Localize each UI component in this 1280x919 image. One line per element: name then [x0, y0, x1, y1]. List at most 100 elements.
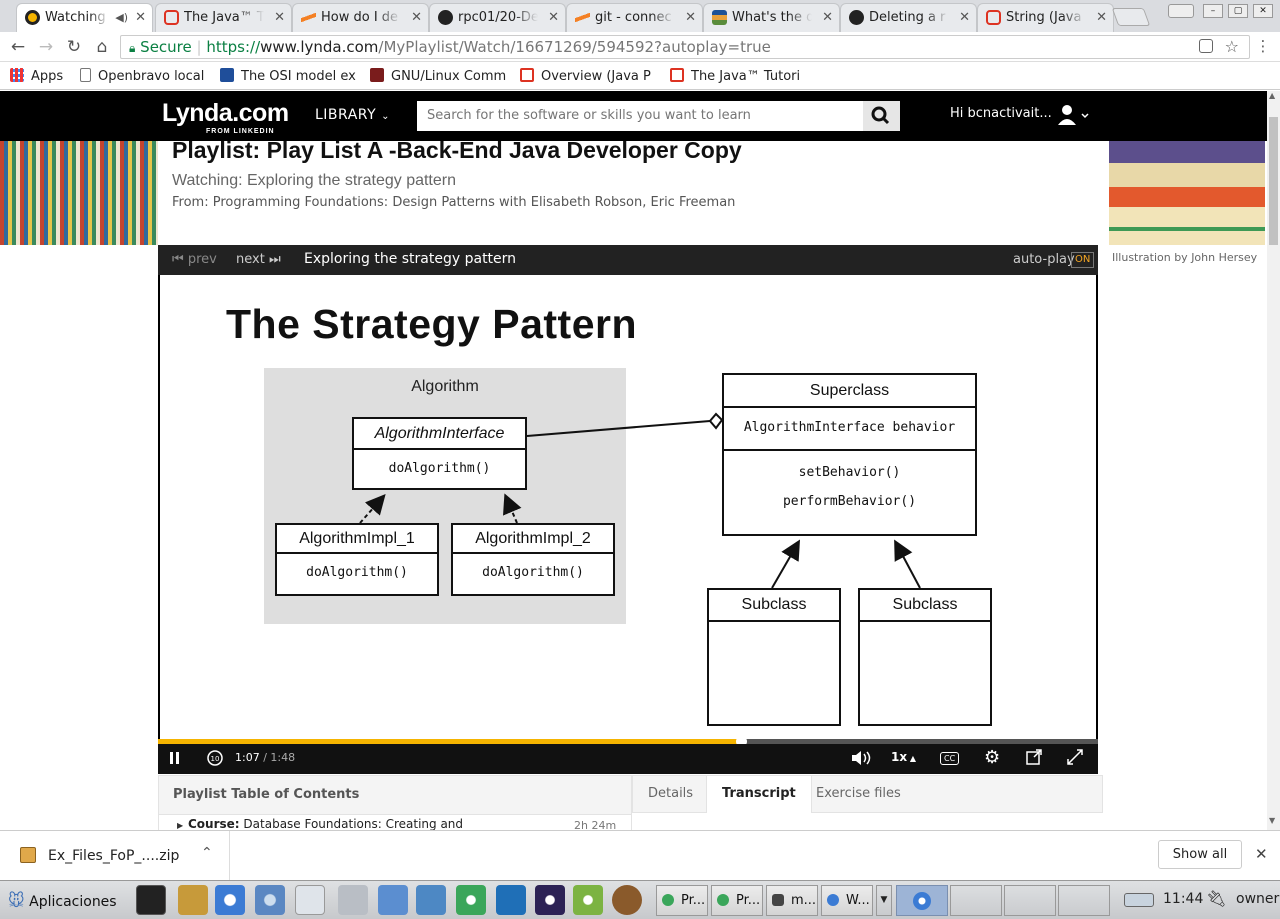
autoplay-toggle[interactable]: auto-play — [1013, 252, 1075, 267]
playback-speed-button[interactable]: 1x ▲ — [891, 750, 917, 764]
close-window-button[interactable]: ✕ — [1253, 4, 1273, 18]
taskbar-window-4[interactable]: W... — [821, 885, 873, 916]
bookmark-java-tutorial[interactable]: The Java™ Tutori — [670, 68, 810, 84]
workspace-1[interactable] — [896, 885, 948, 916]
tab-git-connect[interactable]: git - connec ✕ — [566, 3, 703, 32]
maximize-button[interactable]: ▢ — [1228, 4, 1248, 18]
scroll-down-arrow-icon[interactable]: ▼ — [1269, 816, 1276, 825]
vscode-launcher-icon[interactable] — [496, 885, 526, 915]
virtualbox-launcher-icon[interactable] — [416, 885, 446, 915]
tab-watching[interactable]: Watching ◀) ✕ — [16, 3, 153, 32]
search-input[interactable] — [417, 101, 863, 131]
close-tab-icon[interactable]: ✕ — [1096, 10, 1107, 25]
close-tab-icon[interactable]: ✕ — [135, 10, 146, 25]
progress-bar[interactable] — [158, 736, 1098, 747]
close-tab-icon[interactable]: ✕ — [548, 10, 559, 25]
clock[interactable]: 11:44 — [1163, 891, 1204, 907]
session-user[interactable]: owner — [1236, 891, 1280, 907]
eclipse-launcher-icon[interactable] — [535, 885, 565, 915]
reload-icon[interactable]: ↻ — [66, 37, 82, 57]
next-button[interactable]: next ⏭︎ — [236, 252, 281, 267]
closed-captions-button[interactable]: CC — [940, 752, 960, 765]
logo-text: Lynda.com — [162, 99, 289, 127]
user-greeting[interactable]: Hi bcnactivait... — [950, 106, 1052, 121]
applications-menu[interactable]: 🐭︎ Aplicaciones — [8, 891, 117, 910]
prev-button[interactable]: ⏮︎ prev — [172, 252, 217, 267]
address-bar[interactable]: 🔒︎ Secure | https://www.lynda.com/MyPlay… — [120, 35, 1250, 59]
taskbar-window-1[interactable]: Pr... — [656, 885, 708, 916]
tab-stackoverflow[interactable]: How do I de ✕ — [292, 3, 429, 32]
show-all-downloads-button[interactable]: Show all — [1158, 840, 1242, 869]
search-launcher-icon[interactable] — [295, 885, 325, 915]
settings-gear-icon[interactable]: ⚙︎ — [984, 747, 1001, 768]
workspace-4[interactable] — [1058, 885, 1110, 916]
expand-caret-icon[interactable]: ▶ — [177, 821, 184, 830]
menu-kebab-icon[interactable]: ⋮ — [1255, 37, 1271, 55]
search-button[interactable] — [863, 101, 900, 131]
library-menu-button[interactable]: LIBRARY ⌄ — [315, 107, 390, 123]
download-item[interactable]: Ex_Files_FoP_....zip ⌃ — [0, 831, 230, 881]
acorn-launcher-icon[interactable] — [612, 885, 642, 915]
close-tab-icon[interactable]: ✕ — [822, 10, 833, 25]
page-scrollbar[interactable]: ▲ ▼ — [1267, 91, 1280, 830]
bookmark-label: Overview (Java P — [541, 69, 651, 84]
tab-exercise-files[interactable]: Exercise files — [816, 786, 901, 801]
bookmark-openbravo[interactable]: Openbravo local — [80, 68, 204, 84]
profile-icon[interactable] — [1168, 4, 1194, 18]
tab-transcript[interactable]: Transcript — [706, 776, 812, 813]
close-shelf-icon[interactable]: ✕ — [1255, 845, 1268, 863]
window-list-dropdown-icon[interactable]: ▼ — [876, 885, 892, 916]
workspace-2[interactable] — [950, 885, 1002, 916]
back-arrow-icon[interactable]: ← — [10, 37, 26, 57]
new-tab-button[interactable] — [1111, 8, 1151, 26]
folder-launcher-icon[interactable] — [378, 885, 408, 915]
pause-icon[interactable] — [168, 751, 182, 769]
bookmark-apps[interactable]: Apps — [10, 68, 63, 84]
bookmark-overview-java[interactable]: Overview (Java P — [520, 68, 660, 84]
scroll-up-arrow-icon[interactable]: ▲ — [1269, 91, 1276, 100]
network-tray-icon[interactable] — [1124, 893, 1154, 907]
volume-icon[interactable] — [850, 749, 872, 771]
rewind-10-icon[interactable]: 10 — [206, 749, 224, 771]
tab-whats-the[interactable]: What's the d ✕ — [703, 3, 840, 32]
close-tab-icon[interactable]: ✕ — [959, 10, 970, 25]
android-studio-launcher-icon[interactable] — [573, 885, 603, 915]
taskbar-window-3[interactable]: m... — [766, 885, 818, 916]
scrollbar-thumb[interactable] — [1269, 117, 1278, 245]
toc-course-row[interactable]: ▶ Course: Database Foundations: Creating… — [158, 815, 632, 830]
next-label: next — [236, 252, 265, 267]
browser-launcher-icon[interactable] — [255, 885, 285, 915]
close-tab-icon[interactable]: ✕ — [274, 10, 285, 25]
close-tab-icon[interactable]: ✕ — [411, 10, 422, 25]
autoplay-state-badge[interactable]: ON — [1071, 252, 1095, 268]
popout-icon[interactable] — [1025, 748, 1043, 770]
bookmark-osi-model[interactable]: The OSI model ex — [220, 68, 360, 84]
tab-details[interactable]: Details — [648, 786, 694, 801]
progress-scrubber-handle[interactable] — [735, 736, 747, 747]
terminal-launcher-icon[interactable] — [136, 885, 166, 915]
impl1-method: doAlgorithm() — [306, 565, 408, 580]
power-tray-icon[interactable]: 🔌︎ — [1206, 889, 1227, 908]
chevron-up-icon[interactable]: ⌃ — [201, 845, 213, 861]
bookmark-gnu-linux[interactable]: GNU/Linux Comm — [370, 68, 510, 84]
tab-deleting-a[interactable]: Deleting a r ✕ — [840, 3, 977, 32]
tab-github-rpc01[interactable]: rpc01/20-De ✕ — [429, 3, 566, 32]
chromium-launcher-icon[interactable] — [215, 885, 245, 915]
home-icon[interactable]: ⌂ — [96, 37, 108, 57]
atom-launcher-icon[interactable] — [456, 885, 486, 915]
user-avatar-icon[interactable] — [1058, 105, 1092, 131]
close-tab-icon[interactable]: ✕ — [685, 10, 696, 25]
video-frame[interactable]: The Strategy Pattern Algorithm Algorithm… — [160, 275, 1096, 739]
extension-icon[interactable] — [1199, 39, 1213, 53]
bookmark-star-icon[interactable]: ☆ — [1224, 37, 1239, 56]
tab-string-java[interactable]: String (Java ✕ — [977, 3, 1114, 32]
workspace-3[interactable] — [1004, 885, 1056, 916]
fullscreen-icon[interactable] — [1066, 748, 1084, 770]
minimize-button[interactable]: – — [1203, 4, 1223, 18]
forward-arrow-icon[interactable]: → — [38, 37, 54, 57]
tab-java-tutorials[interactable]: The Java™ T ✕ — [155, 3, 292, 32]
screenshot-launcher-icon[interactable] — [338, 885, 368, 915]
file-launcher-icon[interactable] — [178, 885, 208, 915]
taskbar-window-2[interactable]: Pr... — [711, 885, 763, 916]
